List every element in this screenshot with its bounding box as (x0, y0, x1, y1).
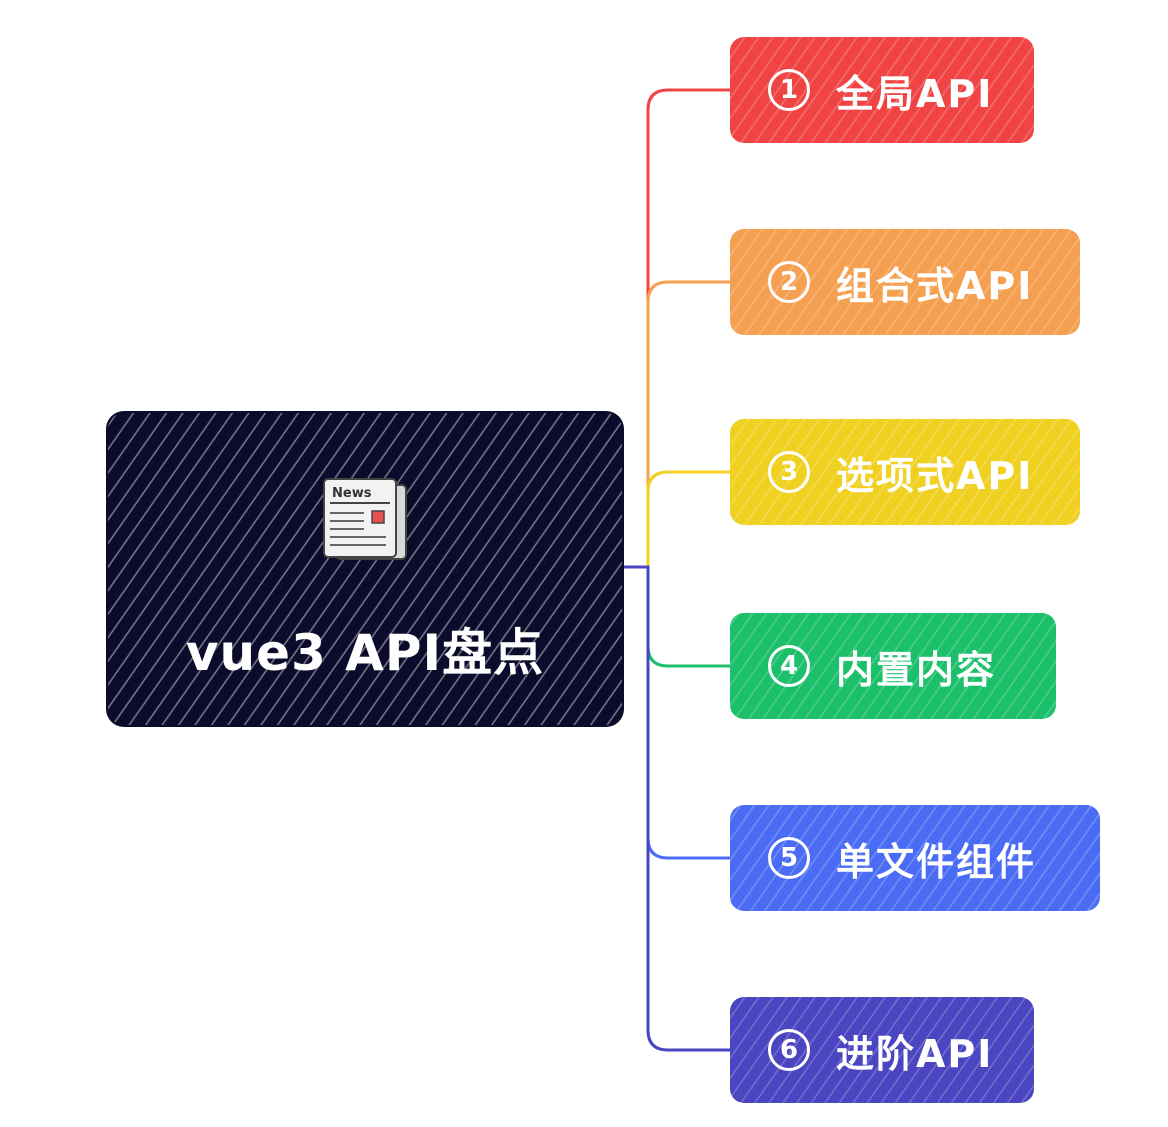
branch-3[interactable]: 3 选项式API (730, 419, 1080, 525)
branch-5-number: 5 (768, 837, 810, 879)
branch-3-label: 选项式API (836, 453, 1034, 498)
branch-6-label: 进阶API (836, 1031, 994, 1076)
branch-1[interactable]: 1 全局API (730, 37, 1034, 143)
newspaper-icon-text: News (332, 486, 372, 501)
branch-2-number: 2 (768, 261, 810, 303)
branch-4-number: 4 (768, 645, 810, 687)
newspaper-icon: News (323, 478, 407, 560)
root-node[interactable]: News vue3 API盘点 (108, 413, 622, 725)
branch-4-label: 内置内容 (836, 647, 997, 692)
root-title: vue3 API盘点 (185, 624, 545, 682)
connector-3 (622, 470, 730, 569)
branch-2[interactable]: 2 组合式API (730, 229, 1080, 335)
branch-1-number: 1 (768, 69, 810, 111)
connector-5 (622, 565, 730, 860)
branch-6-number: 6 (768, 1029, 810, 1071)
branch-4[interactable]: 4 内置内容 (730, 613, 1056, 719)
connector-6 (622, 565, 730, 1052)
branch-2-label: 组合式API (836, 263, 1034, 308)
branch-1-label: 全局API (836, 71, 994, 116)
connector-4 (622, 565, 730, 668)
branch-6[interactable]: 6 进阶API (730, 997, 1034, 1103)
branch-3-number: 3 (768, 451, 810, 493)
branch-5[interactable]: 5 单文件组件 (730, 805, 1100, 911)
connector-1 (622, 88, 730, 569)
connector-2 (622, 280, 730, 569)
branch-5-label: 单文件组件 (836, 839, 1037, 884)
